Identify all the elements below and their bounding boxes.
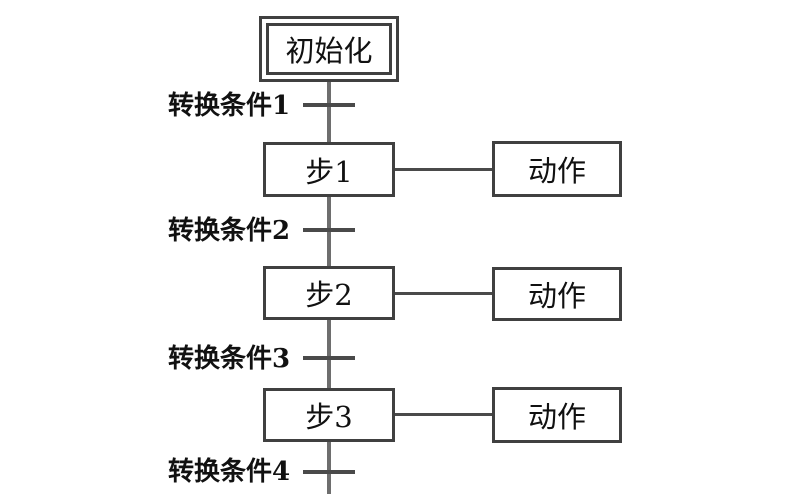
transition-tick-4 bbox=[303, 470, 355, 474]
step2-action-connector-line bbox=[395, 292, 492, 295]
transition-label-2: 转换条件2 bbox=[168, 216, 291, 246]
initial-step-label: 初始化 bbox=[266, 23, 392, 75]
step1-action-connector-line bbox=[395, 168, 492, 171]
action-box-2: 动作 bbox=[492, 267, 622, 321]
action-box-3: 动作 bbox=[492, 387, 622, 443]
transition-tick-1 bbox=[303, 103, 355, 107]
transition-label-4: 转换条件4 bbox=[168, 457, 291, 487]
initial-step-box: 初始化 bbox=[259, 16, 399, 82]
transition-label-3: 转换条件3 bbox=[168, 344, 291, 374]
action-box-1: 动作 bbox=[492, 141, 622, 197]
step-box-1: 步1 bbox=[263, 142, 395, 197]
transition-tick-2 bbox=[303, 228, 355, 232]
transition-tick-3 bbox=[303, 356, 355, 360]
step-box-2: 步2 bbox=[263, 266, 395, 320]
step3-action-connector-line bbox=[395, 413, 492, 416]
transition-label-1: 转换条件1 bbox=[168, 91, 291, 121]
step-box-3: 步3 bbox=[263, 388, 395, 442]
